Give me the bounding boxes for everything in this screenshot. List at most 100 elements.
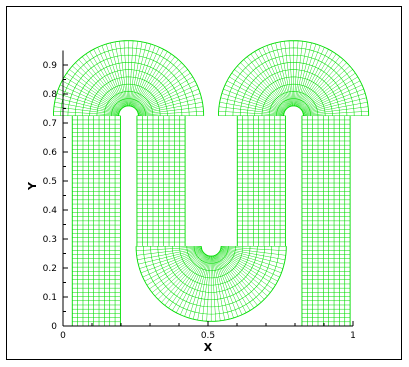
mesh-line	[66, 72, 121, 111]
mesh-line	[136, 247, 202, 256]
mesh-line	[133, 53, 172, 108]
mesh-line	[219, 101, 284, 115]
mesh-line	[168, 254, 206, 309]
mesh-line	[130, 41, 143, 107]
mesh-line	[302, 93, 366, 114]
mesh-line	[56, 93, 120, 114]
mesh-line	[212, 255, 225, 321]
mesh-line	[211, 256, 216, 322]
mesh-line	[254, 51, 289, 108]
mesh-line	[154, 252, 204, 297]
mesh-line	[300, 62, 347, 109]
mesh-line	[262, 47, 290, 107]
mesh-line	[220, 97, 285, 114]
mesh-line	[138, 97, 202, 114]
mesh-line	[129, 41, 138, 106]
mesh-line	[234, 69, 286, 110]
mesh-line	[303, 97, 367, 114]
x-tick-label: 0	[60, 331, 66, 341]
mesh-line	[64, 76, 121, 111]
mesh-line	[119, 41, 128, 106]
mesh-line	[223, 88, 285, 113]
y-tick-label: 0.4	[43, 206, 58, 216]
y-tick-label: 0.5	[43, 177, 57, 187]
mesh-line	[221, 93, 285, 114]
mesh-line	[138, 110, 204, 116]
y-tick-label: 0.3	[43, 235, 57, 245]
mesh-line	[231, 72, 286, 111]
y-tick-label: 0.8	[43, 90, 58, 100]
mesh-line	[139, 248, 202, 269]
mesh-line	[131, 43, 152, 107]
mesh-line	[220, 247, 286, 261]
mesh-line	[237, 65, 287, 110]
mesh-line	[118, 105, 139, 116]
mesh-line	[218, 110, 284, 116]
bend-3	[217, 40, 370, 116]
mesh-line	[184, 255, 208, 317]
mesh-line	[193, 255, 210, 320]
mesh-line	[140, 249, 203, 274]
mesh-line	[85, 53, 124, 108]
mesh-line	[97, 47, 125, 107]
mesh-line	[149, 251, 204, 290]
mesh-line	[216, 254, 255, 309]
mesh-line	[266, 45, 291, 107]
mesh-line	[220, 248, 283, 269]
mesh-line	[300, 65, 350, 110]
mesh-line	[301, 76, 358, 111]
mesh-line	[151, 252, 204, 293]
straight-segment-1	[71, 115, 121, 327]
mesh-line	[105, 43, 126, 107]
mesh-line	[136, 76, 193, 111]
mesh-line	[200, 246, 222, 257]
mesh-grid	[52, 40, 370, 327]
mesh-line	[135, 62, 182, 109]
mesh-line	[197, 255, 210, 321]
mesh-line	[293, 40, 299, 106]
mesh-line	[161, 253, 205, 303]
y-tick-label: 0.1	[43, 293, 57, 303]
mesh-line	[213, 255, 234, 319]
mesh-line	[138, 106, 204, 115]
straight-segment-4	[301, 115, 351, 327]
y-ticks: 00.10.20.30.40.50.60.70.80.9	[43, 61, 68, 332]
mesh-line	[137, 80, 196, 112]
mesh-line	[134, 56, 176, 109]
mesh-line	[72, 65, 122, 110]
mesh-line	[303, 106, 369, 115]
mesh-line	[218, 252, 271, 293]
mesh-line	[89, 51, 124, 108]
x-tick-label: 0.5	[201, 331, 215, 341]
mesh-line	[61, 80, 120, 112]
mesh-line	[240, 62, 287, 109]
mesh-line	[219, 250, 278, 282]
mesh-line	[218, 253, 265, 300]
mesh-line	[258, 49, 290, 108]
mesh-line	[138, 101, 203, 115]
mesh-line	[294, 41, 303, 106]
mesh-line	[75, 62, 122, 109]
mesh-line	[219, 251, 274, 290]
mesh-line	[55, 97, 120, 114]
mesh-line	[137, 88, 199, 113]
mesh-line	[132, 47, 160, 107]
mesh-line	[298, 53, 337, 108]
plot-frame	[6, 6, 402, 360]
mesh-line	[114, 41, 127, 107]
mesh-line	[229, 76, 286, 111]
y-axis-title: Y	[26, 181, 39, 191]
mesh-line	[137, 84, 198, 112]
y-tick-label: 0.2	[43, 264, 57, 274]
y-tick-label: 0	[51, 322, 57, 332]
mesh-line	[53, 110, 119, 116]
mesh-line	[303, 101, 368, 115]
mesh-line	[247, 56, 288, 109]
mesh-line	[295, 41, 308, 107]
mesh-line	[221, 246, 287, 252]
mesh-line	[213, 255, 230, 320]
mesh-line	[216, 254, 251, 311]
mesh-line	[132, 49, 164, 108]
mesh-line	[82, 56, 123, 109]
